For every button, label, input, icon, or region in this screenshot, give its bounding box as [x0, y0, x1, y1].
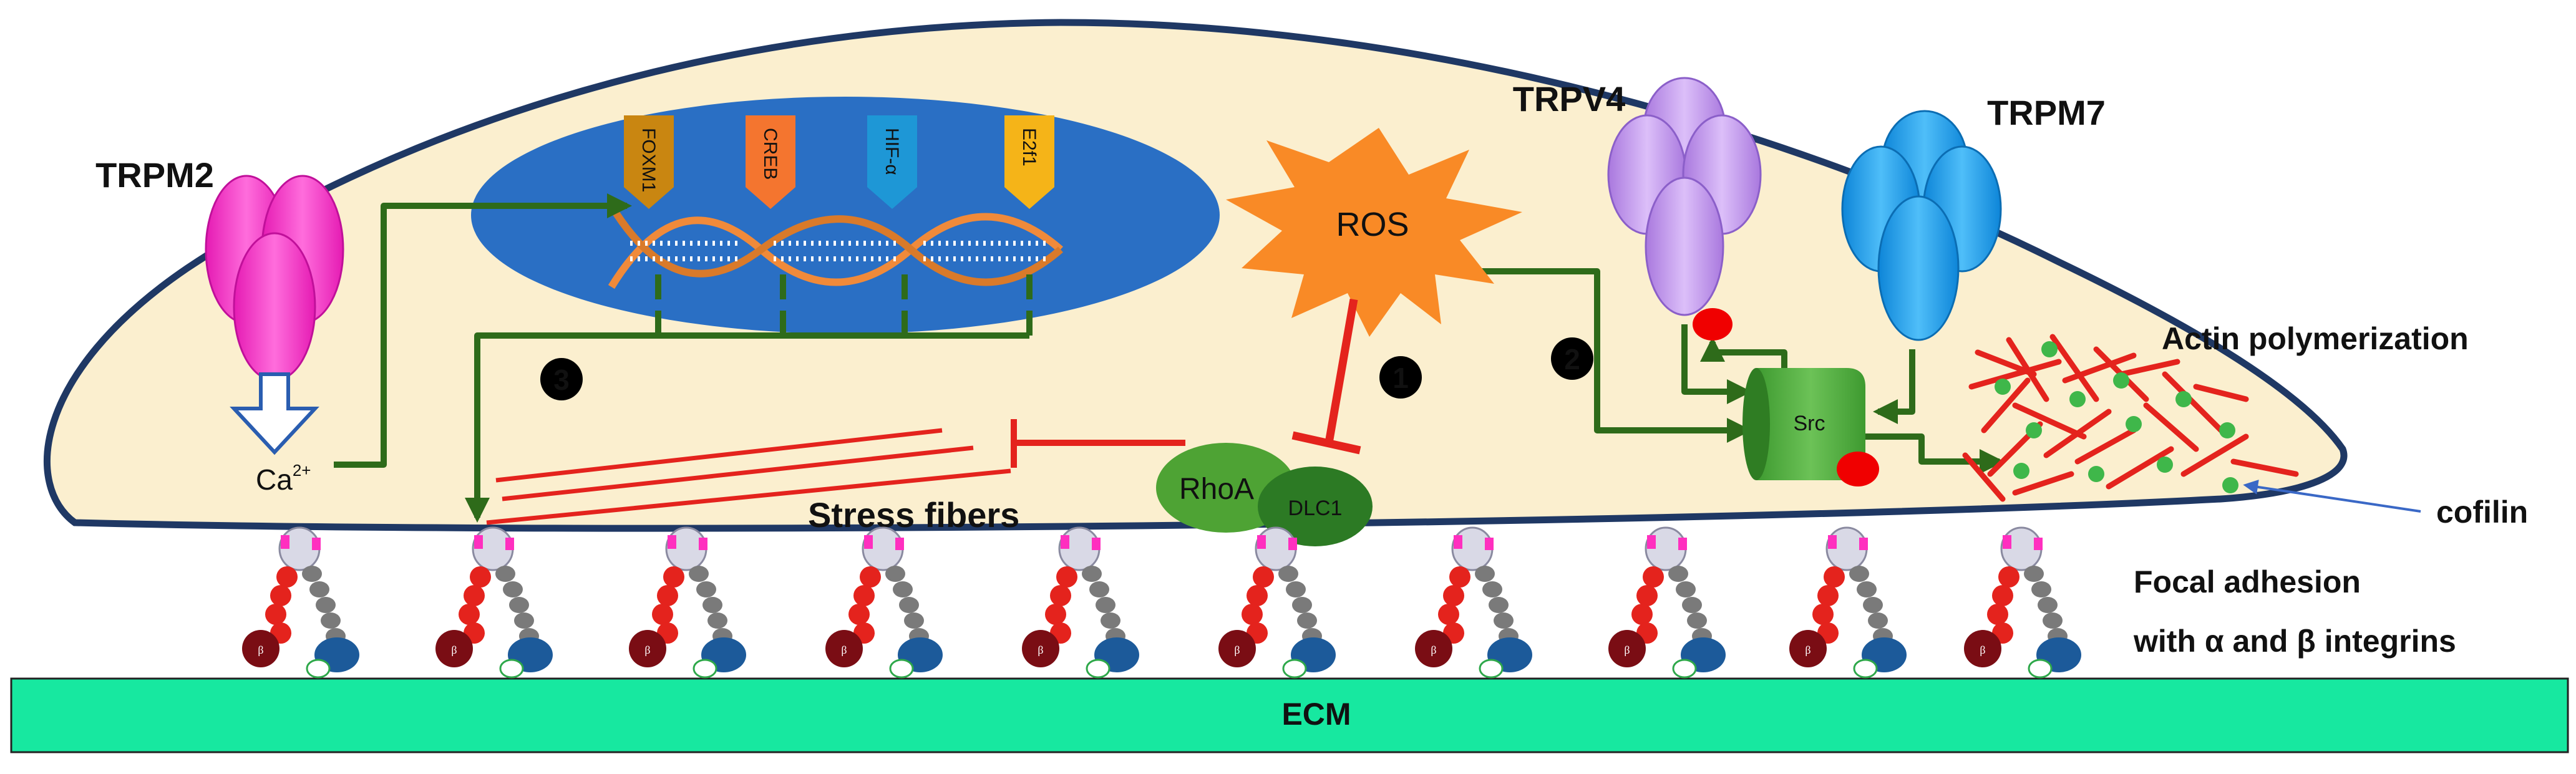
- trpm2-label: TRPM2: [95, 155, 214, 195]
- ros-label: ROS: [1336, 206, 1409, 243]
- cofilin-label: cofilin: [2436, 495, 2528, 530]
- integrin-beta-label: β: [1980, 644, 1985, 656]
- trpm7-channel: [1841, 110, 2002, 341]
- trpv4-to-src-arrow: [1681, 324, 1752, 404]
- integrin-unit: β: [825, 526, 943, 679]
- integrin-beta-subunit: [1415, 630, 1452, 667]
- src-to-actin-arrow: [1853, 433, 2005, 474]
- tf-flag-foxm1: FOXM1: [624, 115, 674, 209]
- calcium-influx-arrow: [230, 372, 319, 455]
- src-label: Src: [1794, 412, 1825, 435]
- integrin-unit: β: [1789, 526, 1907, 679]
- integrin-beta-subunit: [1608, 630, 1646, 667]
- pathway-marker-1-label: 1: [1392, 362, 1409, 394]
- focal-adhesion-label-line2: with α and β integrins: [2133, 624, 2456, 659]
- activation-arrows: [334, 193, 2005, 523]
- calcium-label: Ca2+: [256, 461, 311, 496]
- trpv4-channel: [1607, 77, 1762, 316]
- integrin-beta-subunit: [629, 630, 666, 667]
- dlc1-label: DLC1: [1288, 496, 1343, 520]
- src-phospho-site: [1837, 452, 1879, 486]
- integrin-beta-subunit: [1789, 630, 1827, 667]
- src-kinase: [1742, 368, 1865, 480]
- integrin-unit: β: [1415, 526, 1532, 679]
- ros-burst: [1226, 128, 1522, 337]
- trpm2-channel: [205, 175, 344, 382]
- nucleus: [471, 97, 1220, 334]
- calcium-label-charge: 2+: [293, 461, 311, 480]
- integrin-beta-label: β: [841, 644, 847, 656]
- trpm7-to-src-arrow: [1873, 349, 1915, 424]
- ecm-layer: [10, 677, 2569, 753]
- trpv4-phospho-site: [1693, 308, 1733, 341]
- integrin-beta-subunit: [825, 630, 863, 667]
- ca-to-nucleus-arrow: [334, 193, 632, 468]
- integrin-beta-subunit: [1218, 630, 1256, 667]
- trpv4-label: TRPV4: [1513, 79, 1626, 119]
- nucleus-to-focal-adhesion-arrow: [465, 332, 1029, 523]
- actin-filaments: [1962, 334, 2299, 502]
- integrin-beta-label: β: [644, 644, 650, 656]
- calcium-label-base: Ca: [256, 463, 293, 496]
- ros-to-src-arrow: [1479, 268, 1752, 443]
- integrin-unit: β: [1218, 526, 1336, 679]
- ros-inhibits-rhoa: [1291, 298, 1361, 455]
- rhoa-inhibits-stress-fibers: [1011, 419, 1185, 468]
- pathway-marker-3-label: 3: [553, 364, 570, 396]
- integrin-beta-label: β: [258, 644, 263, 656]
- stress-fibers-label: Stress fibers: [808, 495, 1019, 535]
- src-to-trpv4-arrow: [1700, 337, 1787, 368]
- cofilin-pointer-arrow: [2243, 479, 2421, 513]
- pathway-marker-3: 3: [540, 358, 583, 400]
- tf-label-hif: HIF-α: [882, 128, 902, 175]
- pathway-marker-1: 1: [1379, 356, 1422, 399]
- integrin-beta-label: β: [1038, 644, 1043, 656]
- integrin-beta-label: β: [1624, 644, 1630, 656]
- integrin-unit: β: [242, 526, 359, 679]
- integrin-unit: β: [1022, 526, 1139, 679]
- pathway-marker-2: 2: [1551, 337, 1593, 380]
- integrin-beta-subunit: [435, 630, 473, 667]
- ecm-label: ECM: [1281, 697, 1351, 732]
- tf-flag-creb: CREB: [746, 115, 795, 209]
- rhoa-label: RhoA: [1179, 473, 1254, 506]
- trpm7-label: TRPM7: [1987, 93, 2106, 132]
- tf-label-foxm1: FOXM1: [638, 128, 659, 192]
- cofilin-dots: [1995, 341, 2238, 493]
- tf-connectors: [655, 274, 1033, 336]
- integrin-unit: β: [1608, 526, 1726, 679]
- tf-flag-e2f1: E2f1: [1004, 115, 1054, 209]
- tf-flag-hif: HIF-α: [867, 115, 917, 209]
- focal-adhesion-label-line1: Focal adhesion: [2134, 564, 2361, 599]
- tf-label-creb: CREB: [760, 128, 780, 180]
- integrin-beta-label: β: [1431, 644, 1436, 656]
- integrin-beta-label: β: [1234, 644, 1240, 656]
- integrin-unit: β: [435, 526, 553, 679]
- integrin-beta-label: β: [451, 644, 457, 656]
- stress-fiber-lines: [486, 428, 1011, 525]
- tf-label-e2f1: E2f1: [1019, 128, 1039, 167]
- integrin-beta-label: β: [1805, 644, 1810, 656]
- integrin-unit: β: [629, 526, 746, 679]
- dna-helix: [608, 203, 1063, 289]
- actin-polymerization-label: Actin polymerization: [2162, 321, 2469, 356]
- pathway-marker-2-label: 2: [1564, 343, 1580, 375]
- integrin-beta-subunit: [1022, 630, 1059, 667]
- integrin-unit: β: [1964, 526, 2081, 679]
- dlc1-blob: [1258, 467, 1373, 546]
- integrin-beta-subunit: [242, 630, 279, 667]
- integrin-beta-subunit: [1964, 630, 2001, 667]
